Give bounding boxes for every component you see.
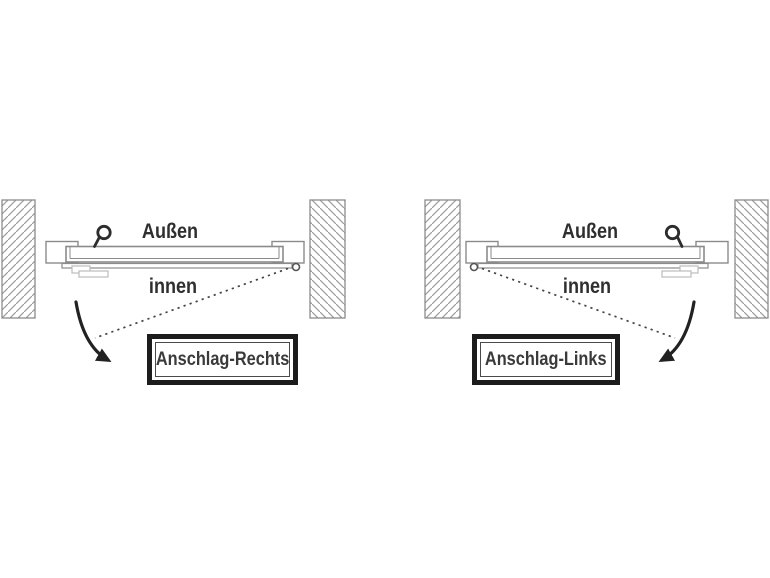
diagram-anschlag-links	[424, 199, 769, 362]
inside-label: innen	[148, 275, 198, 298]
inside-label: innen	[562, 275, 612, 298]
door-knob-icon	[93, 224, 112, 248]
outside-label: Außen	[561, 220, 619, 243]
outside-label: Außen	[141, 220, 199, 243]
wall-section-right	[309, 199, 346, 319]
door-leaf	[65, 245, 284, 263]
anschlag-rechts-box: Anschlag-Rechts	[147, 334, 298, 385]
anschlag-links-box: Anschlag-Links	[472, 334, 620, 385]
anschlag-rechts-box-inner: Anschlag-Rechts	[155, 342, 290, 377]
door-inner-face	[61, 262, 293, 269]
latch-bracket	[661, 265, 699, 278]
door-leaf	[486, 245, 705, 263]
door-inner-face	[477, 262, 709, 269]
diagram-anschlag-rechts	[1, 199, 346, 362]
anschlag-rechts-label: Anschlag-Rechts	[155, 348, 290, 370]
anschlag-links-label: Anschlag-Links	[485, 348, 607, 370]
swing-direction-arrow-icon	[658, 300, 696, 362]
dotted-swing-line	[481, 267, 676, 339]
latch-bracket	[71, 265, 109, 278]
swing-direction-arrow-icon	[74, 300, 112, 362]
wall-section-left	[424, 199, 461, 319]
dotted-swing-line	[94, 267, 289, 339]
door-knob-icon	[664, 224, 684, 248]
hinge-pivot-icon	[291, 262, 301, 272]
wall-section-right	[734, 199, 769, 319]
hinge-pivot-icon	[469, 262, 479, 272]
wall-section-left	[1, 199, 36, 319]
anschlag-links-box-inner: Anschlag-Links	[480, 342, 612, 377]
